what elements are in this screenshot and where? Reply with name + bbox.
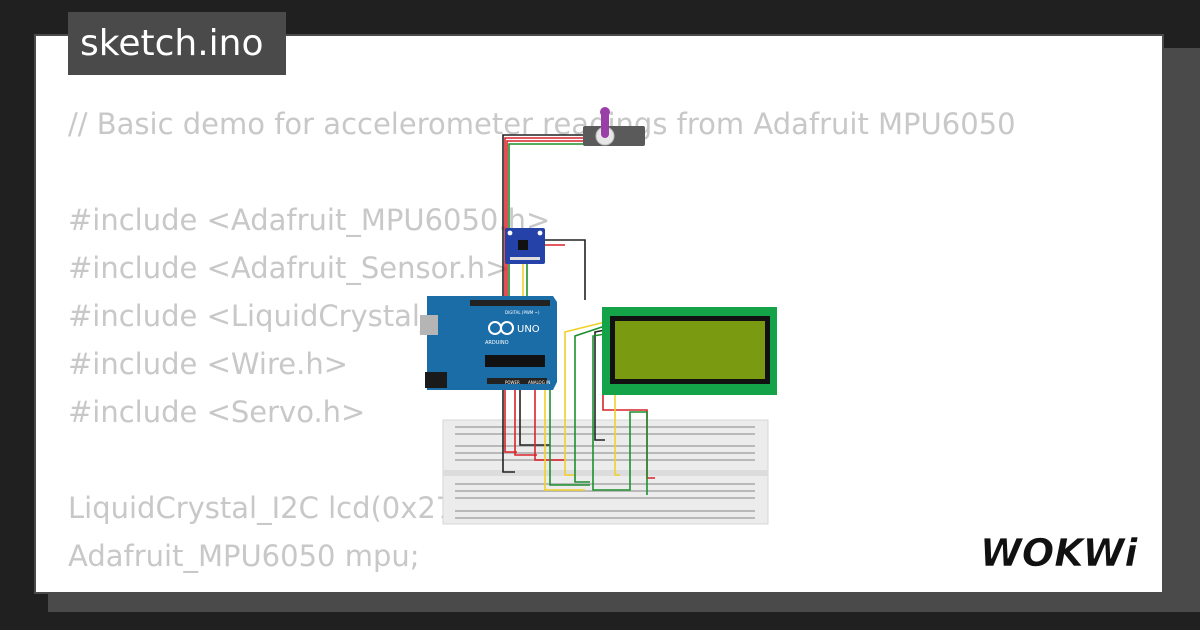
- arduino-digital-label: DIGITAL (PWM ~): [505, 310, 540, 315]
- wokwi-logo-text: WOKWi: [980, 531, 1139, 575]
- code-line: #include <Servo.h>: [68, 395, 366, 429]
- arduino-uno-board[interactable]: UNO ARDUINO DIGITAL (PWM ~) POWER ANALOG…: [420, 296, 557, 390]
- wires: [502, 134, 655, 495]
- arduino-power-label: POWER: [505, 380, 520, 385]
- code-line: #include <Adafruit_MPU6050.h>: [68, 203, 551, 237]
- code-line: Adafruit_MPU6050 mpu;: [68, 539, 420, 573]
- arduino-model-label: UNO: [517, 324, 540, 335]
- file-tab[interactable]: sketch.ino: [68, 12, 286, 75]
- code-line: #include <Wire.h>: [68, 347, 349, 381]
- circuit-diagram[interactable]: UNO ARDUINO DIGITAL (PWM ~) POWER ANALOG…: [415, 100, 780, 530]
- code-line: #include <Adafruit_Sensor.h>: [68, 251, 510, 285]
- mpu6050-module[interactable]: [505, 228, 545, 264]
- arduino-analog-label: ANALOG IN: [528, 380, 550, 385]
- breadboard[interactable]: [442, 419, 769, 525]
- lcd-i2c-display[interactable]: [602, 307, 777, 395]
- file-tab-label: sketch.ino: [80, 23, 264, 64]
- servo-motor[interactable]: [583, 107, 645, 146]
- wokwi-logo: WOKWi: [980, 531, 1139, 576]
- arduino-brand-label: ARDUINO: [485, 340, 509, 346]
